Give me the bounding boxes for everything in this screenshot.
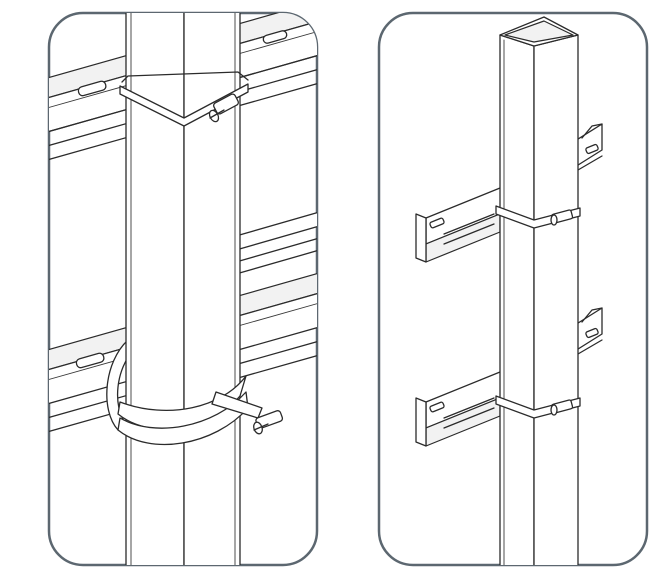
post-face-left (125, 13, 185, 565)
lower-strap-wrapping (117, 375, 284, 446)
upper-strap-band (495, 205, 581, 229)
strap-buckle-icon (253, 410, 284, 435)
bracket-hole (429, 217, 445, 229)
bracket-hole (585, 327, 599, 339)
lower-strap-band (495, 395, 581, 419)
post-left (125, 13, 241, 565)
top-strap-band (119, 71, 249, 127)
strap-buckle-icon (550, 399, 574, 416)
strap-buckle-icon (208, 93, 240, 123)
bracket-hole (429, 401, 445, 413)
post-right (499, 16, 579, 565)
post-face-left (499, 34, 535, 565)
strap-buckle-icon (550, 209, 574, 226)
post-face-right (533, 34, 579, 565)
rail-slot (262, 30, 288, 44)
bracket-hole (585, 143, 599, 155)
rail-slot (75, 352, 105, 369)
panel-left-strap-wrap (47, 11, 319, 567)
post-face-right (183, 13, 241, 565)
panel-right-mounted (377, 11, 649, 567)
rail-slot (77, 80, 107, 97)
